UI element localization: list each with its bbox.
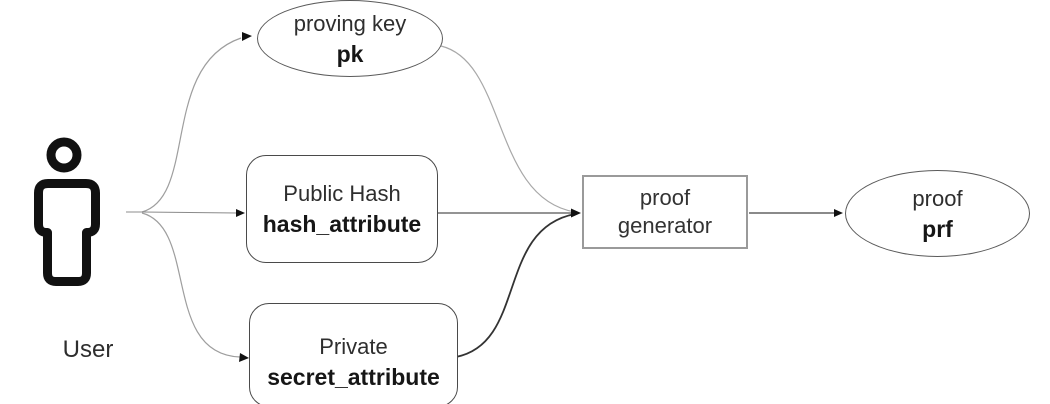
arrow-user-to-private: [141, 212, 241, 358]
proof-output-title: proof: [912, 185, 963, 211]
person-icon: [34, 137, 100, 286]
arrowhead-proof: [834, 209, 843, 217]
proof-generator-line1: proof: [639, 185, 691, 210]
arrowhead-public-hash: [236, 209, 245, 217]
arrowhead-private: [239, 353, 249, 362]
private-attribute-node: Private secret_attribute: [249, 303, 458, 404]
public-hash-node: Public Hash hash_attribute: [246, 155, 438, 263]
proving-key-symbol: pk: [336, 40, 364, 67]
proof-generator-line2: generator: [617, 213, 713, 238]
arrowhead-proving-key: [242, 32, 252, 41]
arrow-user-to-proving-key: [141, 37, 242, 213]
public-hash-title: Public Hash: [283, 181, 401, 206]
arrow-user-to-public-hash: [141, 211, 238, 214]
proving-key-node: proving key pk: [257, 0, 443, 77]
proof-output-node: proof prf: [845, 170, 1030, 257]
arrow-proving-key-to-generator: [440, 45, 576, 213]
proof-generator-node: proof generator: [582, 175, 748, 249]
arrowhead-generator: [571, 208, 581, 218]
public-hash-symbol: hash_attribute: [262, 211, 422, 237]
user-label: User: [62, 336, 114, 363]
private-attribute-symbol: secret_attribute: [267, 364, 440, 390]
proving-key-title: proving key: [293, 10, 407, 36]
proof-output-symbol: prf: [922, 215, 953, 242]
arrow-private-to-generator: [455, 213, 576, 358]
private-attribute-title: Private: [319, 334, 388, 359]
